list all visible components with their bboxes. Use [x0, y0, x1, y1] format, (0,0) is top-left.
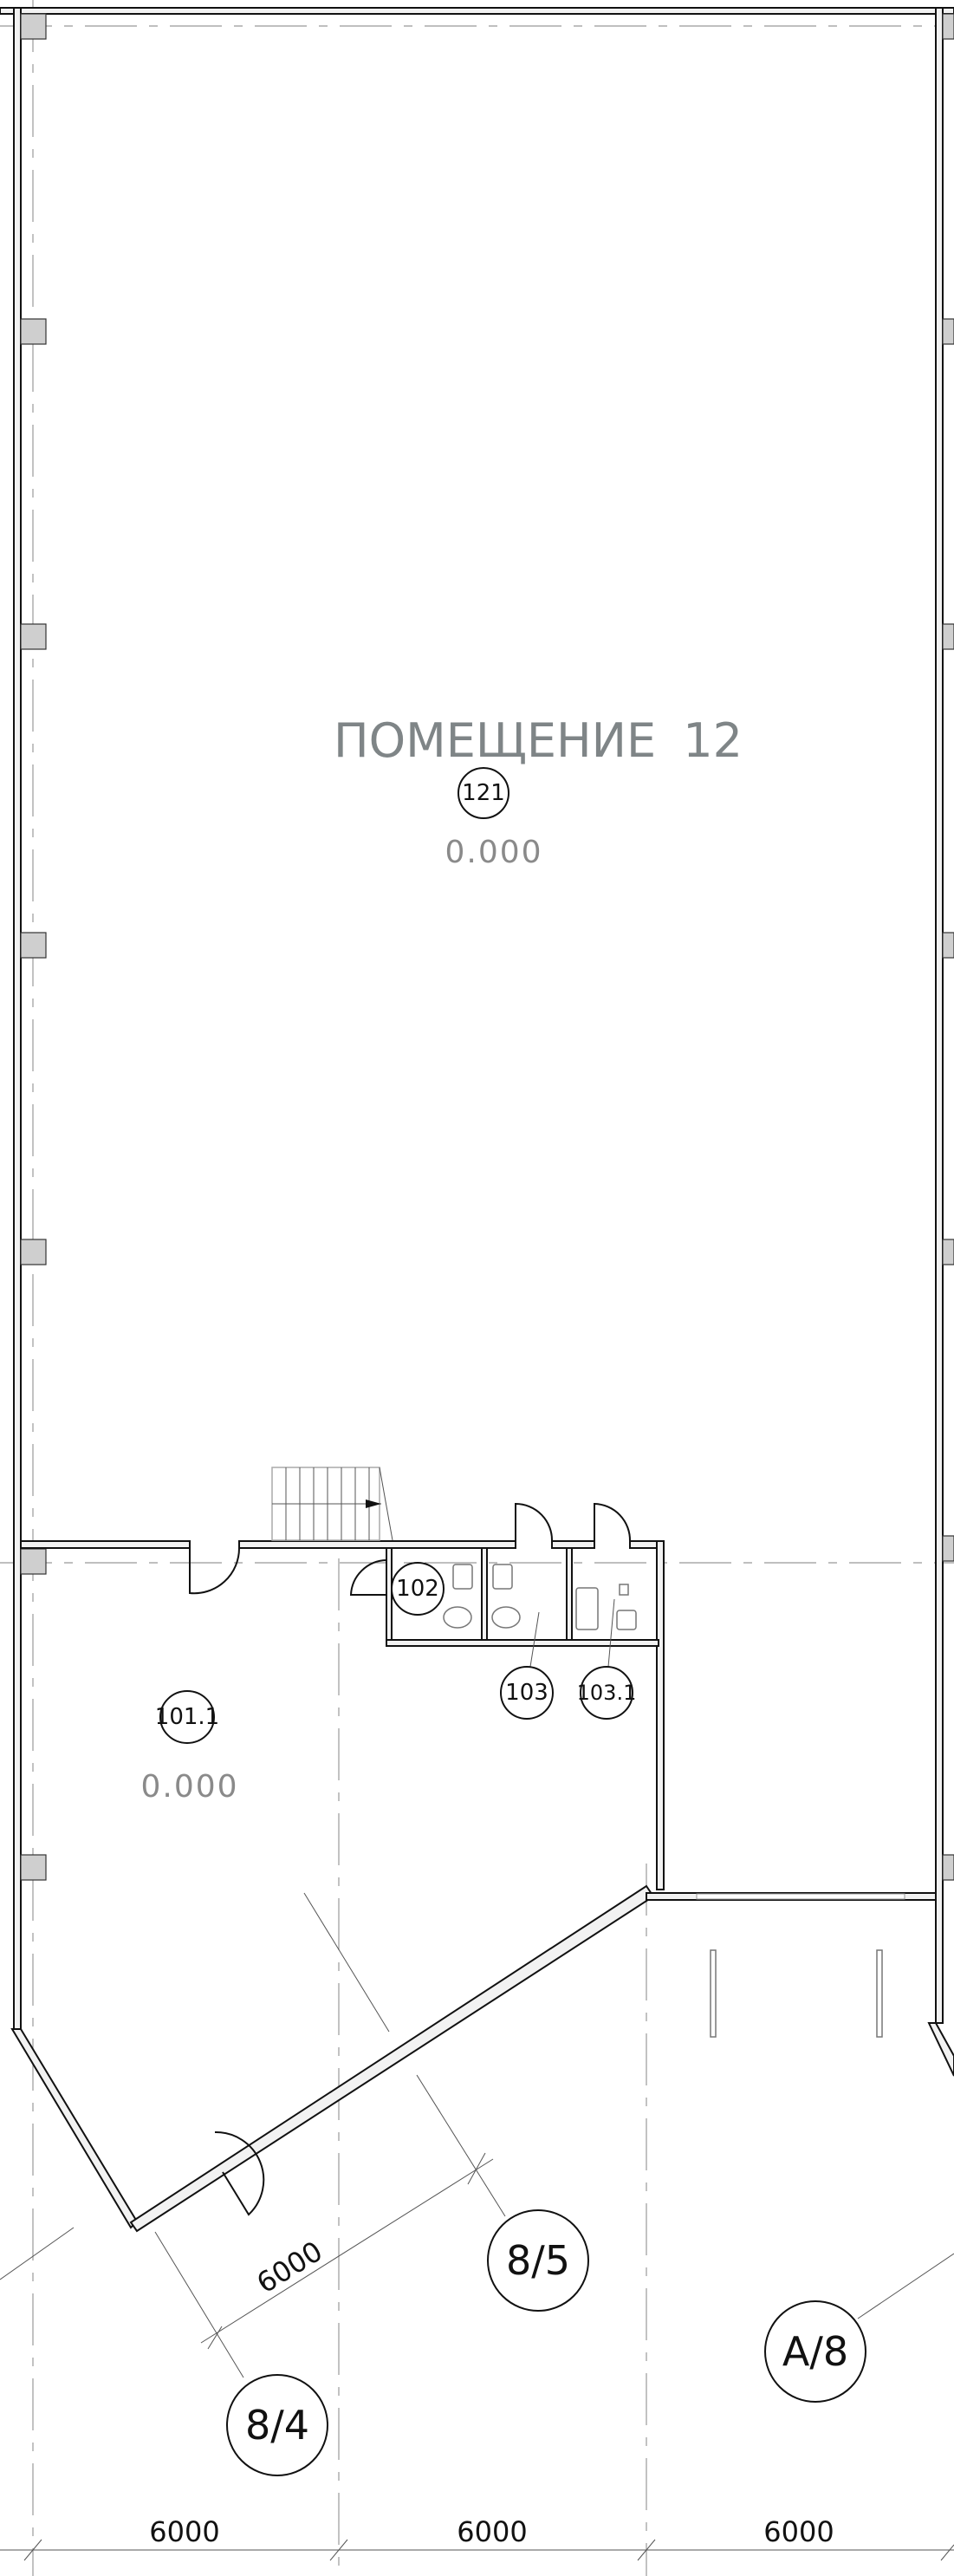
room-tag-label: 121	[462, 780, 505, 806]
axis-marker-8-5: 8/5	[487, 2209, 589, 2312]
axis-label: A/8	[782, 2328, 848, 2375]
room-tag-label: 102	[396, 1576, 439, 1602]
room-tag-121: 121	[458, 767, 509, 819]
room-tag-label: 103	[505, 1680, 548, 1706]
outer-walls	[0, 7, 954, 2229]
stair	[271, 1467, 393, 1541]
dimension-diagonal: 6000	[251, 2234, 328, 2300]
room-tag-102: 102	[391, 1562, 445, 1616]
doors	[189, 1502, 632, 2216]
dimension-bottom-3: 6000	[763, 2515, 834, 2548]
columns	[20, 13, 954, 1881]
office-walls	[20, 1540, 937, 2233]
room-title-name: ПОМЕЩЕНИЕ	[334, 713, 656, 768]
room-tag-103: 103	[500, 1611, 554, 1720]
room-tag-label: 103.1	[577, 1681, 637, 1705]
room-tag-101-1: 101.1	[155, 1690, 219, 1744]
axis-marker-a-8: A/8	[764, 2300, 866, 2403]
room-tag-103-1: 103.1	[577, 1598, 637, 1720]
stair-arrow-icon	[366, 1499, 381, 1508]
elevation-mark: 0.000	[445, 835, 542, 870]
sanitary-fixtures	[443, 1564, 883, 2038]
room-title: ПОМЕЩЕНИЕ 12	[334, 713, 743, 768]
room-tag-label: 101.1	[155, 1704, 219, 1730]
axis-marker-8-4: 8/4	[226, 2374, 328, 2476]
elevation-mark: 0.000	[140, 1769, 238, 1805]
dimension-bottom-2: 6000	[457, 2515, 527, 2548]
dimension-bottom-1: 6000	[149, 2515, 219, 2548]
axis-label: 8/5	[506, 2237, 570, 2284]
axis-label: 8/4	[245, 2402, 309, 2449]
axis-lines	[0, 1892, 954, 2561]
room-title-number: 12	[683, 713, 743, 768]
